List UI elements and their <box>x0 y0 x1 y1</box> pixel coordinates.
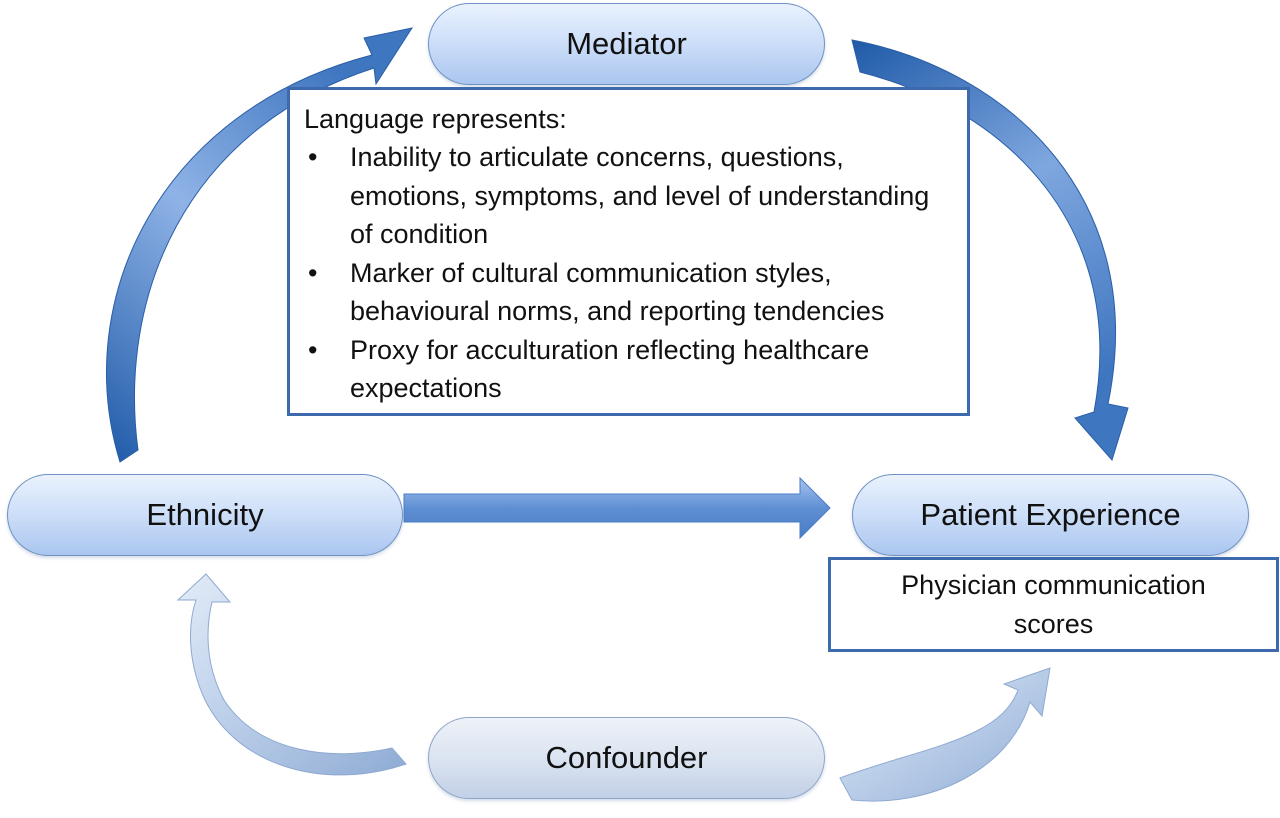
arrow-mediator-to-patient-experience <box>851 39 1129 462</box>
confounder-label: Confounder <box>545 740 708 775</box>
language-bullet-list: • Inability to articulate concerns, ques… <box>304 138 953 408</box>
physician-communication-box: Physician communication scores <box>828 557 1279 652</box>
arrow-ethnicity-to-patient-experience <box>403 476 831 540</box>
physician-communication-label: Physician communication scores <box>901 569 1206 639</box>
language-bullet-text: Marker of cultural communication styles,… <box>350 257 885 327</box>
arrow-confounder-to-patient-experience <box>839 667 1051 802</box>
language-bullet-item: • Proxy for acculturation reflecting hea… <box>304 331 953 408</box>
bullet-icon: • <box>308 334 318 365</box>
language-box-heading: Language represents: <box>304 104 567 134</box>
patient-experience-node: Patient Experience <box>852 474 1249 556</box>
arrow-confounder-to-ethnicity <box>176 573 407 776</box>
ethnicity-label: Ethnicity <box>146 497 264 532</box>
language-bullet-text: Inability to articulate concerns, questi… <box>350 142 930 249</box>
bullet-icon: • <box>308 142 318 172</box>
arrow-ethnicity-to-mediator <box>106 27 414 463</box>
language-bullet-item: • Inability to articulate concerns, ques… <box>304 138 953 254</box>
bullet-icon: • <box>308 257 318 288</box>
language-bullet-item: • Marker of cultural communication style… <box>304 254 953 331</box>
language-description-box: Language represents: • Inability to arti… <box>287 87 970 416</box>
language-bullet-text: Proxy for acculturation reflecting healt… <box>350 334 870 404</box>
confounder-node: Confounder <box>428 717 825 799</box>
mediator-node: Mediator <box>428 3 825 85</box>
mediator-label: Mediator <box>566 26 687 61</box>
ethnicity-node: Ethnicity <box>7 474 403 556</box>
patient-experience-label: Patient Experience <box>920 497 1181 532</box>
